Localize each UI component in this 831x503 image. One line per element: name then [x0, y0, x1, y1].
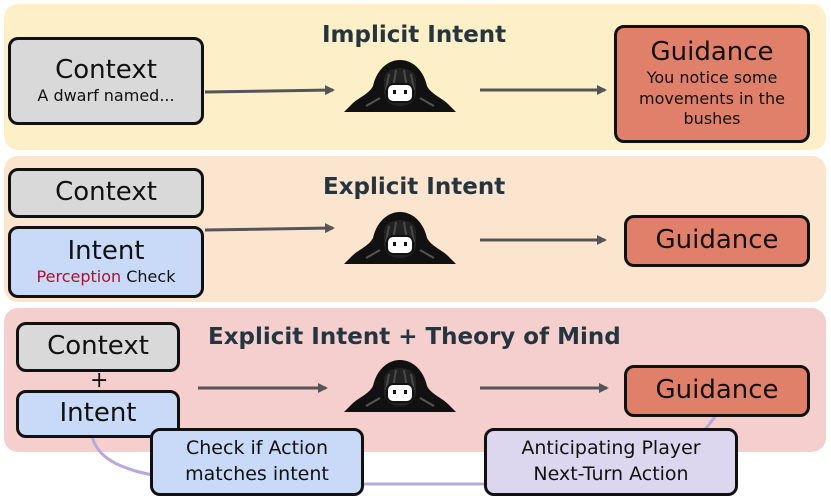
guidance-text: You notice some movements in the bushes — [639, 67, 785, 129]
context-box: Context — [8, 168, 204, 218]
context-label: Context — [55, 177, 157, 208]
implicit-intent-title: Implicit Intent — [322, 22, 507, 48]
hooded-figure-icon — [343, 359, 457, 413]
guidance-label: Guidance — [655, 225, 779, 256]
arrow-right-icon — [204, 223, 335, 234]
plus-sign: + — [90, 368, 109, 393]
check-action-box: Check if Action matches intent — [150, 428, 364, 496]
guidance-box: Guidance — [624, 215, 810, 267]
intent-label: Intent — [67, 235, 145, 266]
anticipate-action-text: Anticipating Player Next-Turn Action — [521, 437, 701, 485]
perception-skill: Perception — [36, 266, 122, 286]
context-box: Context — [16, 322, 180, 372]
arrow-right-icon — [204, 85, 335, 96]
hooded-figure-icon — [343, 211, 457, 265]
intent-detail: Perception Check — [37, 267, 176, 288]
guidance-label: Guidance — [650, 36, 774, 67]
check-word: Check — [126, 266, 176, 286]
context-label: Context — [47, 331, 149, 362]
explicit-intent-title: Explicit Intent — [323, 174, 506, 200]
guidance-label: Guidance — [655, 375, 779, 406]
intent-box: Intent Perception Check — [8, 226, 204, 298]
hooded-figure-icon — [343, 59, 457, 113]
guidance-box: Guidance — [624, 365, 810, 417]
context-text: A dwarf named... — [37, 85, 175, 105]
context-label: Context — [55, 54, 157, 85]
guidance-box: Guidance You notice some movements in th… — [614, 25, 810, 143]
check-action-text: Check if Action matches intent — [185, 437, 329, 485]
context-box: Context A dwarf named... — [8, 37, 204, 125]
anticipate-action-box: Anticipating Player Next-Turn Action — [484, 428, 738, 496]
theory-of-mind-title: Explicit Intent + Theory of Mind — [208, 324, 621, 350]
intent-label: Intent — [59, 398, 137, 429]
